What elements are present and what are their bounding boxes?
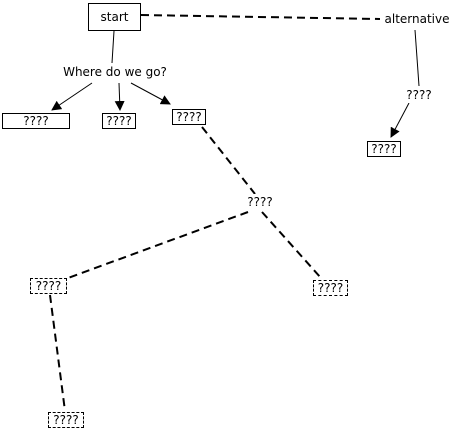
edge-start-question xyxy=(111,30,115,64)
node-alt-leaf: ???? xyxy=(367,141,401,157)
edge-altmid-leaf xyxy=(390,102,410,138)
node-start: start xyxy=(88,3,141,31)
edge-question-middle xyxy=(114,82,125,111)
node-child-left: ???? xyxy=(2,113,70,129)
edge-right-branchmid xyxy=(201,126,256,195)
edge-question-right xyxy=(130,82,171,105)
edge-branchmid-right xyxy=(261,211,322,279)
node-alt-middle: ???? xyxy=(402,87,436,103)
edge-alternative-mid xyxy=(414,29,420,87)
node-child-middle: ???? xyxy=(102,113,136,129)
node-alternative: alternative xyxy=(382,11,452,27)
node-branch-right: ???? xyxy=(313,280,348,296)
node-child-right: ???? xyxy=(172,109,206,125)
node-branch-mid: ???? xyxy=(243,194,277,210)
edge-branchmid-left xyxy=(67,211,249,279)
edge-start-alternative xyxy=(140,14,381,20)
node-question: Where do we go? xyxy=(59,63,171,81)
node-branch-bottom: ???? xyxy=(48,412,84,428)
node-branch-left: ???? xyxy=(30,278,67,294)
edge-question-left xyxy=(51,82,93,111)
edge-branchleft-bottom xyxy=(49,294,66,412)
